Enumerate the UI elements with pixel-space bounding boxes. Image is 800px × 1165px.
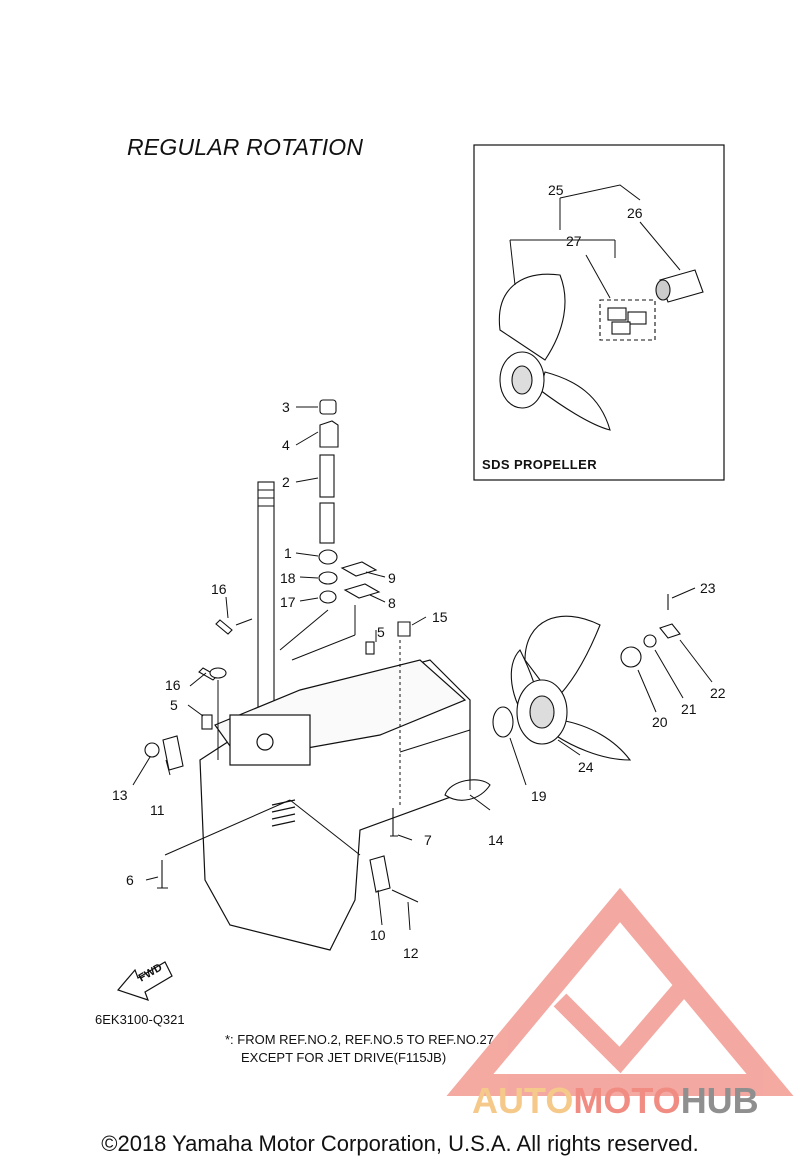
callout-1: 1 (284, 545, 292, 561)
inset-leader-lines (509, 184, 681, 299)
lower-casing-drawing (199, 659, 471, 951)
footnote-line-2: EXCEPT FOR JET DRIVE(F115JB) (241, 1050, 447, 1065)
callout-16b: 16 (165, 677, 181, 693)
automotohub-wordmark: AUTOMOTOHUB (472, 1080, 759, 1122)
callout-4: 4 (282, 437, 290, 453)
callout-5a: 5 (377, 624, 385, 640)
footnote: *: FROM REF.NO.2, REF.NO.5 TO REF.NO.27 … (225, 1031, 494, 1067)
brand-moto: MOTO (573, 1080, 681, 1121)
callout-9: 9 (388, 570, 396, 586)
callout-6: 6 (126, 872, 134, 888)
callout-10: 10 (370, 927, 386, 943)
callout-26: 26 (627, 205, 643, 221)
callout-22: 22 (710, 685, 726, 701)
brand-auto: AUTO (472, 1080, 574, 1121)
callout-17: 17 (280, 594, 296, 610)
diagram-title: REGULAR ROTATION (127, 134, 364, 160)
callout-11: 11 (150, 802, 165, 818)
callout-21: 21 (681, 701, 697, 717)
left-small-parts (144, 618, 419, 903)
sds-inset-box (473, 144, 725, 481)
fwd-arrow-icon (116, 961, 173, 1001)
callout-25: 25 (548, 182, 564, 198)
driveshaft-drawing (257, 481, 275, 713)
callout-2: 2 (282, 474, 290, 490)
callout-16a: 16 (211, 581, 227, 597)
callout-23: 23 (700, 580, 716, 596)
copyright-notice: ©2018 Yamaha Motor Corporation, U.S.A. A… (101, 1131, 699, 1156)
callout-numbers: 3 4 2 1 18 9 17 8 15 16 5 16 5 13 11 7 1… (112, 182, 726, 961)
callout-3: 3 (282, 399, 290, 415)
automotohub-logo (446, 887, 794, 1096)
brand-hub: HUB (680, 1080, 759, 1121)
footnote-line-1: *: FROM REF.NO.2, REF.NO.5 TO REF.NO.27 (225, 1032, 494, 1047)
callout-8: 8 (388, 595, 396, 611)
callout-14: 14 (488, 832, 504, 848)
callout-5b: 5 (170, 697, 178, 713)
callout-20: 20 (652, 714, 668, 730)
callout-18: 18 (280, 570, 296, 586)
callout-7: 7 (424, 832, 432, 848)
diagram-code: 6EK3100-Q321 (95, 1012, 185, 1027)
callout-15: 15 (432, 609, 448, 625)
propeller-drawing (444, 594, 681, 801)
sds-propeller-label: SDS PROPELLER (482, 457, 597, 472)
water-tube-parts (318, 399, 381, 604)
callout-24: 24 (578, 759, 594, 775)
callout-13: 13 (112, 787, 128, 803)
callout-12: 12 (403, 945, 419, 961)
callout-27: 27 (566, 233, 582, 249)
leader-lines (132, 406, 713, 931)
sds-propeller-drawing (498, 269, 704, 431)
callout-19: 19 (531, 788, 547, 804)
